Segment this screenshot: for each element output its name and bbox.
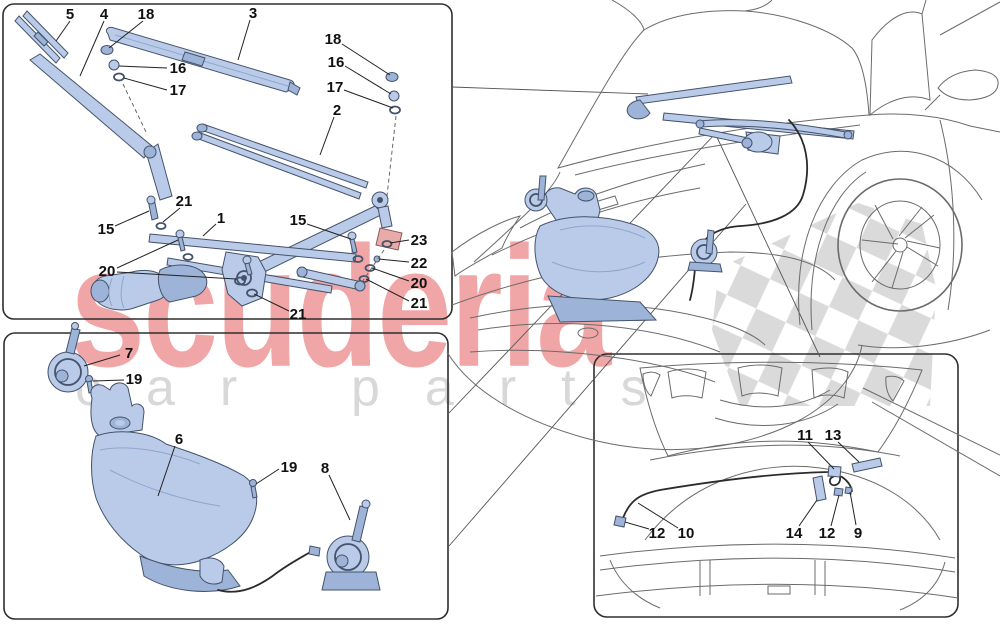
callout-7[interactable]: 7 xyxy=(83,345,133,367)
callout-15[interactable]: 15 xyxy=(290,212,352,240)
callout-5[interactable]: 5 xyxy=(55,6,74,42)
watermark-brand: scuderia xyxy=(70,210,611,403)
callout-10[interactable]: 10 xyxy=(637,502,695,542)
svg-text:10: 10 xyxy=(678,525,695,542)
svg-text:3: 3 xyxy=(249,5,257,22)
svg-text:20: 20 xyxy=(411,275,428,292)
svg-text:16: 16 xyxy=(170,60,187,77)
svg-text:2: 2 xyxy=(333,102,341,119)
car-line-art xyxy=(446,0,1000,477)
svg-text:19: 19 xyxy=(281,459,298,476)
svg-text:20: 20 xyxy=(99,263,116,280)
callout-6[interactable]: 6 xyxy=(157,431,183,497)
svg-text:21: 21 xyxy=(290,306,307,323)
svg-text:21: 21 xyxy=(176,193,193,210)
svg-text:4: 4 xyxy=(100,6,109,23)
svg-text:1: 1 xyxy=(217,210,225,227)
callout-21[interactable]: 21 xyxy=(253,293,307,323)
svg-text:7: 7 xyxy=(125,345,133,362)
svg-text:17: 17 xyxy=(170,82,187,99)
svg-text:18: 18 xyxy=(138,6,155,23)
bonnet-art xyxy=(595,361,959,611)
svg-text:22: 22 xyxy=(411,255,428,272)
watermark-sub-parts: parts xyxy=(351,359,692,417)
callout-16[interactable]: 16 xyxy=(328,54,392,95)
callout-15[interactable]: 15 xyxy=(98,210,150,238)
svg-text:15: 15 xyxy=(290,212,307,229)
washer-horn-art xyxy=(47,322,381,593)
callout-18[interactable]: 18 xyxy=(325,31,391,76)
callout-21[interactable]: 21 xyxy=(162,193,193,223)
callout-19[interactable]: 19 xyxy=(92,371,143,388)
callout-17[interactable]: 17 xyxy=(327,79,394,109)
svg-text:11: 11 xyxy=(797,427,813,444)
svg-text:17: 17 xyxy=(327,79,344,96)
svg-text:5: 5 xyxy=(66,6,74,23)
callout-1[interactable]: 1 xyxy=(202,210,225,237)
svg-text:15: 15 xyxy=(98,221,115,238)
wiper-assembly-art xyxy=(14,10,403,311)
svg-text:16: 16 xyxy=(328,54,345,71)
callout-4[interactable]: 4 xyxy=(79,6,109,77)
callout-13[interactable]: 13 xyxy=(825,427,860,463)
svg-text:9: 9 xyxy=(854,525,862,542)
callout-11[interactable]: 11 xyxy=(797,427,835,470)
svg-text:21: 21 xyxy=(411,295,428,312)
callout-12[interactable]: 12 xyxy=(624,521,666,542)
wiper-panel-frame xyxy=(2,3,453,320)
svg-text:6: 6 xyxy=(175,431,183,448)
callout-23[interactable]: 23 xyxy=(389,232,428,249)
bonnet-panel-frame xyxy=(593,353,959,618)
callout-12[interactable]: 12 xyxy=(819,494,840,542)
callout-20[interactable]: 20 xyxy=(371,267,428,292)
callout-20[interactable]: 20 xyxy=(99,239,237,280)
svg-text:18: 18 xyxy=(325,31,342,48)
svg-text:12: 12 xyxy=(819,525,836,542)
callout-21[interactable]: 21 xyxy=(365,278,428,312)
washer-horn-panel-frame xyxy=(3,332,449,620)
callout-3[interactable]: 3 xyxy=(237,5,257,61)
svg-text:8: 8 xyxy=(321,460,329,477)
callout-17[interactable]: 17 xyxy=(123,77,187,99)
callout-9[interactable]: 9 xyxy=(849,491,862,542)
callout-22[interactable]: 22 xyxy=(378,255,428,272)
svg-text:19: 19 xyxy=(126,371,143,388)
car-highlighted-parts xyxy=(524,75,855,323)
callout-16[interactable]: 16 xyxy=(118,60,187,77)
svg-text:14: 14 xyxy=(786,525,803,542)
callout-layer: 5 4 18 3 16 17 18 16 17 2 15 21 1 15 23 22 20 21 20 21 7 19 6 1… xyxy=(55,5,862,542)
callout-19[interactable]: 19 xyxy=(255,459,298,485)
callout-8[interactable]: 8 xyxy=(321,460,351,521)
svg-text:23: 23 xyxy=(411,232,428,249)
callout-18[interactable]: 18 xyxy=(108,6,155,49)
callout-14[interactable]: 14 xyxy=(786,499,818,542)
callout-2[interactable]: 2 xyxy=(319,102,341,156)
svg-text:13: 13 xyxy=(825,427,842,444)
svg-text:12: 12 xyxy=(649,525,666,542)
